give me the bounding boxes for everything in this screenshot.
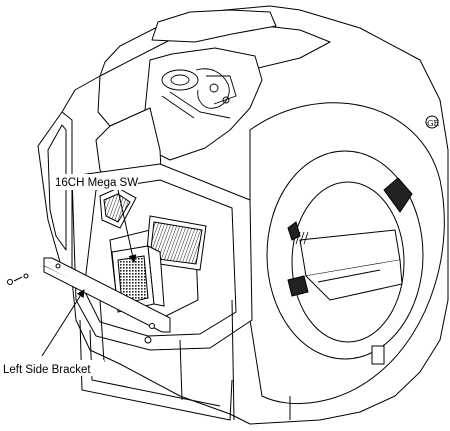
fan-module (99, 187, 137, 229)
mega-switch-label-bg (50, 174, 138, 190)
svg-text:GE: GE (427, 119, 439, 128)
mega-switch-leader (117, 189, 137, 263)
lower-frame (79, 299, 385, 421)
left-side-bracket (43, 257, 171, 333)
bracket-label-bg (0, 360, 104, 376)
front-ring: GE (249, 102, 445, 405)
screw-hardware (7, 273, 152, 344)
left-side-bracket-label: Left Side Bracket (3, 364, 91, 376)
heat-sink (145, 215, 207, 271)
mega-switch-label: 16CH Mega SW (55, 177, 138, 189)
top-mechanism (161, 68, 237, 119)
callout-leader-lines (41, 189, 137, 357)
bracket-leader (41, 289, 85, 357)
